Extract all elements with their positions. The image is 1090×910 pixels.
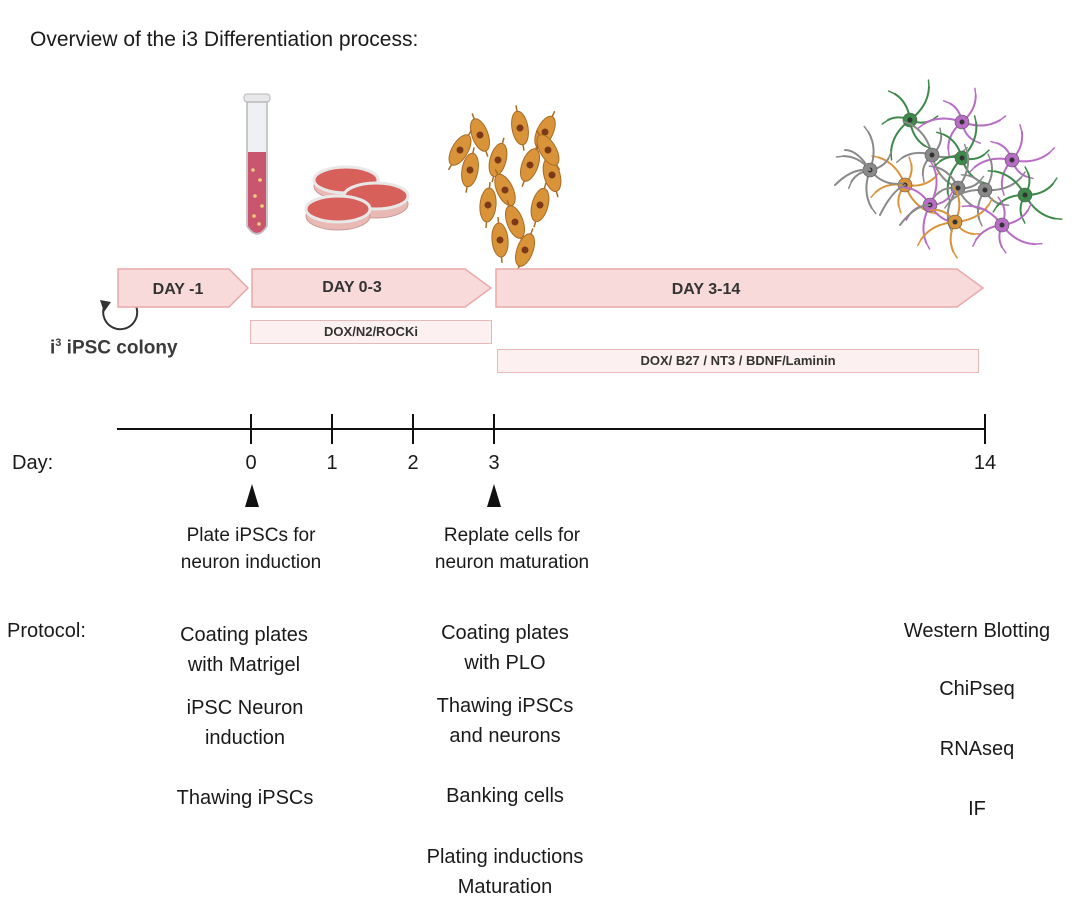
protocol-day14-item-1: Western Blotting	[903, 620, 1051, 642]
neuron-11	[961, 196, 1043, 254]
event-note-day0-line2: neuron induction	[180, 552, 322, 573]
protocol-day3-item-3-line1: Banking cells	[446, 785, 564, 807]
tick-label-0: 0	[245, 452, 257, 474]
protocol-day3-item-1: Coating plates with PLO	[441, 618, 569, 678]
event-note-day3: Replate cells for neuron maturation	[435, 522, 589, 576]
event-note-day3-line2: neuron maturation	[434, 552, 590, 573]
event-marker-day0	[245, 484, 259, 507]
phase-arrow-day0-3	[251, 268, 493, 308]
protocol-day14-item-2: ChiPseq	[939, 678, 1015, 700]
protocol-day3-item-4-line1: Plating inductions	[426, 846, 584, 868]
neural-progenitor-cells-icon	[447, 105, 562, 272]
test-tube-icon	[243, 93, 271, 235]
cell-5	[494, 168, 516, 212]
cell-7	[542, 152, 562, 198]
phase-arrow-day3-14	[495, 268, 985, 308]
cell-2	[511, 105, 529, 151]
neuron-processes	[834, 149, 931, 226]
protocol-label: Protocol:	[7, 620, 86, 642]
protocol-day3-item-4-line2: Maturation	[457, 876, 553, 898]
phase-label-day-minus1: DAY -1	[152, 281, 204, 298]
protocol-day3-item-2-line2: and neurons	[449, 725, 561, 747]
protocol-day0-item-2-line1: iPSC Neuron	[186, 697, 304, 719]
cell-4	[461, 147, 479, 193]
tick-label-2: 2	[407, 452, 419, 474]
page-title: Overview of the i3 Differentiation proce…	[30, 28, 419, 51]
cell-8	[479, 182, 497, 228]
event-note-day0-line1: Plate iPSCs for	[186, 525, 316, 546]
cell-0	[469, 113, 491, 157]
colony-label-superscript: 3	[55, 337, 62, 349]
protocol-day3-item-3: Banking cells	[446, 781, 564, 811]
neuron-3	[934, 115, 990, 201]
ipsc-colony-label: i3 iPSC colony	[50, 337, 178, 359]
event-note-day0: Plate iPSCs for neuron induction	[181, 522, 322, 576]
protocol-day3-item-1-line2: with PLO	[464, 652, 546, 674]
phase-label-day0-3: DAY 0-3	[322, 279, 382, 296]
reagent-box-day0-3: DOX/N2/ROCKi	[250, 320, 492, 344]
tick-label-14: 14	[973, 452, 997, 474]
protocol-day0-item-1-line2: with Matrigel	[187, 654, 301, 676]
petri-dish-icon	[304, 165, 410, 231]
tick-label-3: 3	[488, 452, 500, 474]
protocol-day0-item-3: Thawing iPSCs	[177, 783, 314, 813]
protocol-day0-item-1-line1: Coating plates	[180, 624, 308, 646]
cell-1	[488, 137, 508, 183]
tick-label-1: 1	[326, 452, 338, 474]
protocol-day3-item-1-line1: Coating plates	[441, 622, 569, 644]
cycle-arrow-icon	[100, 299, 139, 331]
protocol-day14-item-4: IF	[968, 798, 986, 820]
phase-arrow-day-minus1	[117, 268, 250, 308]
neuron-4	[968, 124, 1056, 196]
timeline-label: Day:	[12, 452, 54, 474]
neuron-10	[917, 185, 993, 259]
cell-11	[491, 217, 509, 263]
colony-label-rest: iPSC colony	[61, 337, 178, 359]
event-note-day3-line1: Replate cells for	[443, 525, 581, 546]
timeline-axis	[117, 414, 986, 444]
cell-10	[530, 182, 550, 228]
neuron-1	[917, 87, 1007, 157]
cell-14	[535, 129, 561, 171]
protocol-day0-item-1: Coating plates with Matrigel	[180, 620, 308, 680]
protocol-day0-item-3-line1: Thawing iPSCs	[176, 787, 314, 809]
cell-12	[514, 228, 536, 272]
reagent-box-day3-14: DOX/ B27 / NT3 / BDNF/Laminin	[497, 349, 979, 373]
cell-13	[447, 129, 473, 171]
protocol-day14-item-3: RNAseq	[939, 738, 1015, 760]
mature-neurons-icon	[834, 79, 1063, 259]
protocol-day3-item-2: Thawing iPSCs and neurons	[437, 691, 574, 751]
event-marker-day3	[487, 484, 501, 507]
protocol-day0-item-2: iPSC Neuron induction	[187, 693, 304, 753]
colony-label-prefix: i	[50, 337, 56, 359]
protocol-day3-item-2-line1: Thawing iPSCs	[436, 695, 574, 717]
neuron-8	[987, 166, 1063, 224]
cell-9	[504, 200, 526, 244]
cell-6	[519, 143, 541, 187]
protocol-day3-item-4: Plating inductions Maturation	[427, 842, 584, 902]
phase-label-day3-14: DAY 3-14	[671, 281, 741, 298]
protocol-day0-item-2-line2: induction	[204, 727, 286, 749]
